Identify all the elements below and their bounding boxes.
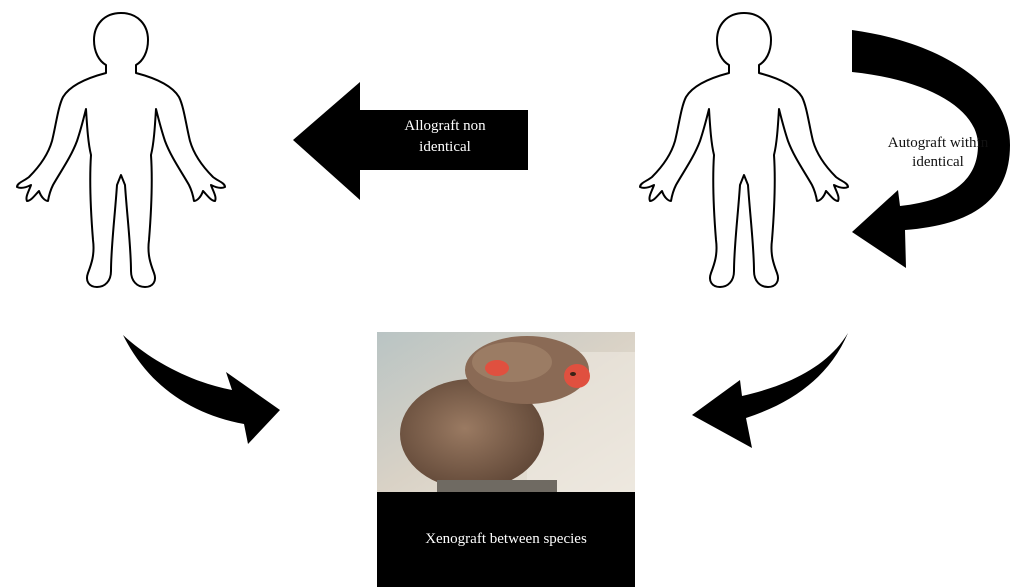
lower-right-curved-arrow <box>692 333 848 448</box>
autograft-label-line1: Autograft within <box>858 134 1016 153</box>
recipient-human-figure-icon <box>17 13 225 287</box>
allograft-label-line2: identical <box>360 137 530 158</box>
monkey-photo <box>377 332 635 492</box>
donor-human-figure-icon <box>640 13 848 287</box>
allograft-label-line1: Allograft non <box>360 116 530 137</box>
allograft-label: Allograft non identical <box>360 116 530 158</box>
lower-left-curved-arrow <box>123 335 280 444</box>
xenograft-label: Xenograft between species <box>425 531 587 548</box>
autograft-label: Autograft within identical <box>858 134 1016 172</box>
xenograft-caption: Xenograft between species <box>377 492 635 587</box>
autograft-label-line2: identical <box>858 153 1016 172</box>
